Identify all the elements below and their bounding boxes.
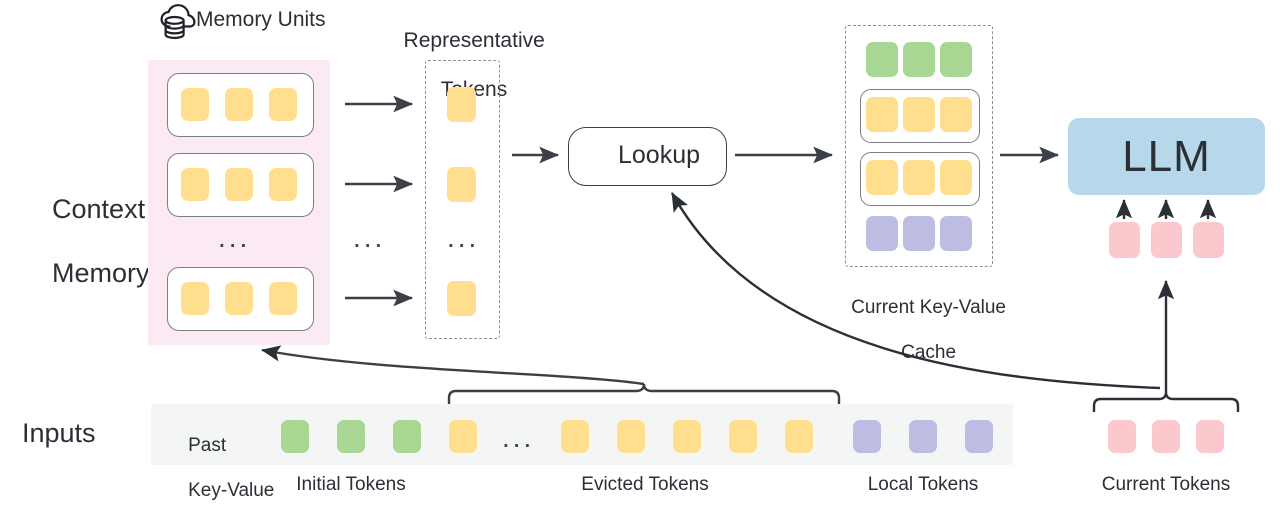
memory-unit-1-token-3[interactable] <box>269 88 297 121</box>
memory-unit-2-token-2[interactable] <box>225 168 253 201</box>
input-current-token-3[interactable] <box>1196 420 1224 453</box>
memory-unit-3-token-1[interactable] <box>181 282 209 315</box>
llm-input-token-3[interactable] <box>1193 222 1224 258</box>
representative-tokens-ellipsis: ... <box>447 222 480 253</box>
input-evicted-token-3[interactable] <box>617 420 645 453</box>
label-memory-units: Memory Units <box>196 8 326 31</box>
representative-token-1[interactable] <box>447 87 476 122</box>
kv-cache-retrieved-1-token-2[interactable] <box>903 97 935 132</box>
kv-cache-initial-token-2[interactable] <box>903 42 935 77</box>
lookup-label: Lookup <box>618 141 701 169</box>
input-local-token-2[interactable] <box>909 420 937 453</box>
kv-cache-retrieved-1-token-1[interactable] <box>866 97 898 132</box>
representative-tokens-box <box>425 60 500 339</box>
input-evicted-token-5[interactable] <box>729 420 757 453</box>
brace-evicted-tokens <box>447 383 841 404</box>
kv-cache-local-token-3[interactable] <box>940 216 972 251</box>
input-evicted-token-6[interactable] <box>785 420 813 453</box>
llm-input-token-2[interactable] <box>1151 222 1182 258</box>
kv-cache-retrieved-1-token-3[interactable] <box>940 97 972 132</box>
memory-unit-2-token-1[interactable] <box>181 168 209 201</box>
input-initial-token-2[interactable] <box>337 420 365 453</box>
section-label-context-memory: Context Memory <box>52 193 150 288</box>
label-initial-tokens: Initial Tokens <box>296 474 406 495</box>
input-evicted-ellipsis: ... <box>502 422 535 453</box>
lookup-box[interactable] <box>568 127 727 186</box>
label-past-key-value: Past Key-Value <box>188 434 275 502</box>
memory-unit-3-token-2[interactable] <box>225 282 253 315</box>
llm-input-token-1[interactable] <box>1109 222 1140 258</box>
input-initial-token-1[interactable] <box>281 420 309 453</box>
kv-cache-retrieved-2-token-2[interactable] <box>903 160 935 195</box>
label-local-tokens: Local Tokens <box>867 474 979 495</box>
input-evicted-token-4[interactable] <box>673 420 701 453</box>
kv-cache-initial-token-3[interactable] <box>940 42 972 77</box>
kv-cache-retrieved-2-token-3[interactable] <box>940 160 972 195</box>
section-label-inputs: Inputs <box>22 418 96 448</box>
kv-cache-local-token-1[interactable] <box>866 216 898 251</box>
label-current-kv-cache: Current Key-Value Cache <box>851 297 1006 364</box>
label-evicted-tokens: Evicted Tokens <box>581 474 709 495</box>
input-evicted-token-1[interactable] <box>449 420 477 453</box>
representative-token-2[interactable] <box>447 167 476 202</box>
input-evicted-token-2[interactable] <box>561 420 589 453</box>
curve-evicted-to-context-memory <box>261 345 645 386</box>
kv-cache-retrieved-2-token-1[interactable] <box>866 160 898 195</box>
cloud-database-icon <box>160 4 196 40</box>
label-current-tokens: Current Tokens <box>1101 474 1231 495</box>
input-local-token-3[interactable] <box>965 420 993 453</box>
memory-unit-1-token-1[interactable] <box>181 88 209 121</box>
memory-unit-3-token-3[interactable] <box>269 282 297 315</box>
representative-token-3[interactable] <box>447 281 476 316</box>
memory-unit-1-token-2[interactable] <box>225 88 253 121</box>
llm-box[interactable]: LLM <box>1068 118 1265 195</box>
llm-label: LLM <box>1122 131 1211 181</box>
memory-unit-2-token-3[interactable] <box>269 168 297 201</box>
kv-cache-initial-token-1[interactable] <box>866 42 898 77</box>
input-current-token-1[interactable] <box>1108 420 1136 453</box>
diagram-canvas: Context Memory Inputs Memory Units Repre… <box>22 4 1265 501</box>
memory-units-ellipsis: ... <box>218 222 251 253</box>
brace-current-tokens <box>1092 391 1240 412</box>
input-local-token-1[interactable] <box>853 420 881 453</box>
current-kv-cache-box <box>845 25 993 267</box>
memory-arrows-ellipsis: ... <box>353 222 386 253</box>
input-initial-token-3[interactable] <box>393 420 421 453</box>
kv-cache-local-token-2[interactable] <box>903 216 935 251</box>
input-current-token-2[interactable] <box>1152 420 1180 453</box>
